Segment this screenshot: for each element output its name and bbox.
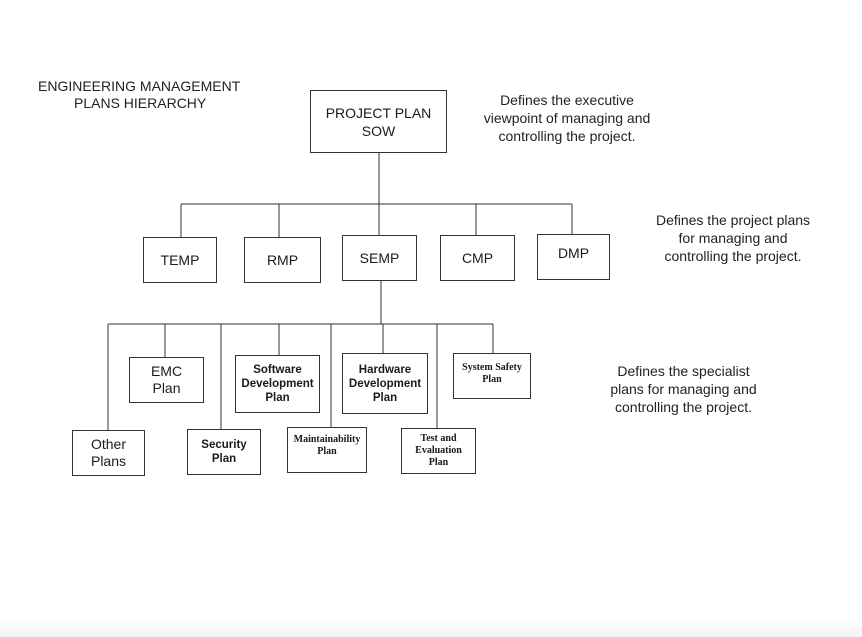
- note-specialist: Defines the specialist plans for managin…: [596, 362, 771, 416]
- box-hardware-line-1: Hardware: [358, 363, 412, 376]
- box-software-development-plan: Software Development Plan: [235, 355, 320, 413]
- box-system-safety-line-1: System Safety: [462, 362, 522, 373]
- box-emc-plan-line-1: EMC: [150, 363, 183, 379]
- box-dmp-label: DMP: [557, 245, 590, 261]
- box-semp-label: SEMP: [359, 249, 400, 266]
- note-executive: Defines the executive viewpoint of manag…: [472, 91, 662, 145]
- box-other-plans: Other Plans: [72, 430, 145, 476]
- box-security-plan-line-2: Plan: [211, 453, 237, 465]
- note-project-line-1: Defines the project plans: [655, 212, 811, 228]
- box-system-safety-line-2: Plan: [482, 374, 502, 385]
- note-specialist-line-1: Defines the specialist: [617, 363, 750, 379]
- box-test-line-3: Plan: [428, 457, 449, 468]
- box-project-plan-line-1: PROJECT PLAN: [325, 104, 432, 121]
- note-project-line-2: for managing and: [678, 230, 788, 246]
- note-executive-line-3: controlling the project.: [498, 128, 636, 144]
- box-other-plans-line-1: Other: [90, 436, 126, 452]
- box-system-safety-plan: System Safety Plan: [453, 353, 531, 399]
- note-project-line-3: controlling the project.: [664, 248, 802, 264]
- note-executive-line-1: Defines the executive: [500, 92, 634, 108]
- box-dmp: DMP: [537, 234, 610, 280]
- note-specialist-line-3: controlling the project.: [615, 399, 752, 415]
- title-line-1: ENGINEERING MANAGEMENT: [38, 78, 241, 94]
- note-executive-line-2: viewpoint of managing and: [483, 110, 651, 126]
- box-test-line-1: Test and: [420, 433, 457, 444]
- box-semp: SEMP: [342, 235, 417, 281]
- box-software-line-1: Software: [253, 364, 302, 376]
- box-hardware-line-2: Development: [348, 377, 422, 390]
- box-test-evaluation-plan: Test and Evaluation Plan: [401, 428, 476, 474]
- box-software-line-3: Plan: [265, 392, 290, 404]
- box-temp-label: TEMP: [160, 251, 200, 268]
- box-security-plan-line-1: Security: [201, 439, 247, 451]
- box-other-plans-line-2: Plans: [90, 453, 127, 469]
- box-emc-plan: EMC Plan: [129, 357, 204, 403]
- note-specialist-line-2: plans for managing and: [610, 381, 757, 397]
- box-rmp-label: RMP: [266, 251, 299, 268]
- box-project-plan: PROJECT PLAN SOW: [310, 90, 447, 153]
- note-project: Defines the project plans for managing a…: [640, 211, 826, 265]
- box-hardware-development-plan: Hardware Development Plan: [342, 353, 428, 414]
- title-line-2: PLANS HIERARCHY: [74, 95, 207, 111]
- box-maintainability-line-2: Plan: [317, 446, 337, 457]
- box-software-line-2: Development: [241, 378, 314, 390]
- box-cmp-label: CMP: [461, 249, 494, 266]
- box-test-line-2: Evaluation: [415, 445, 462, 456]
- diagram-title: ENGINEERING MANAGEMENT PLANS HIERARCHY: [38, 78, 253, 112]
- box-project-plan-line-2: SOW: [361, 122, 396, 139]
- box-emc-plan-line-2: Plan: [152, 380, 181, 396]
- box-security-plan: Security Plan: [187, 429, 261, 475]
- scan-edge: [0, 618, 862, 637]
- box-cmp: CMP: [440, 235, 515, 281]
- box-rmp: RMP: [244, 237, 321, 283]
- box-maintainability-plan: Maintainability Plan: [287, 427, 367, 473]
- box-hardware-line-3: Plan: [372, 391, 398, 404]
- box-maintainability-line-1: Maintainability: [293, 434, 361, 445]
- box-temp: TEMP: [143, 237, 217, 283]
